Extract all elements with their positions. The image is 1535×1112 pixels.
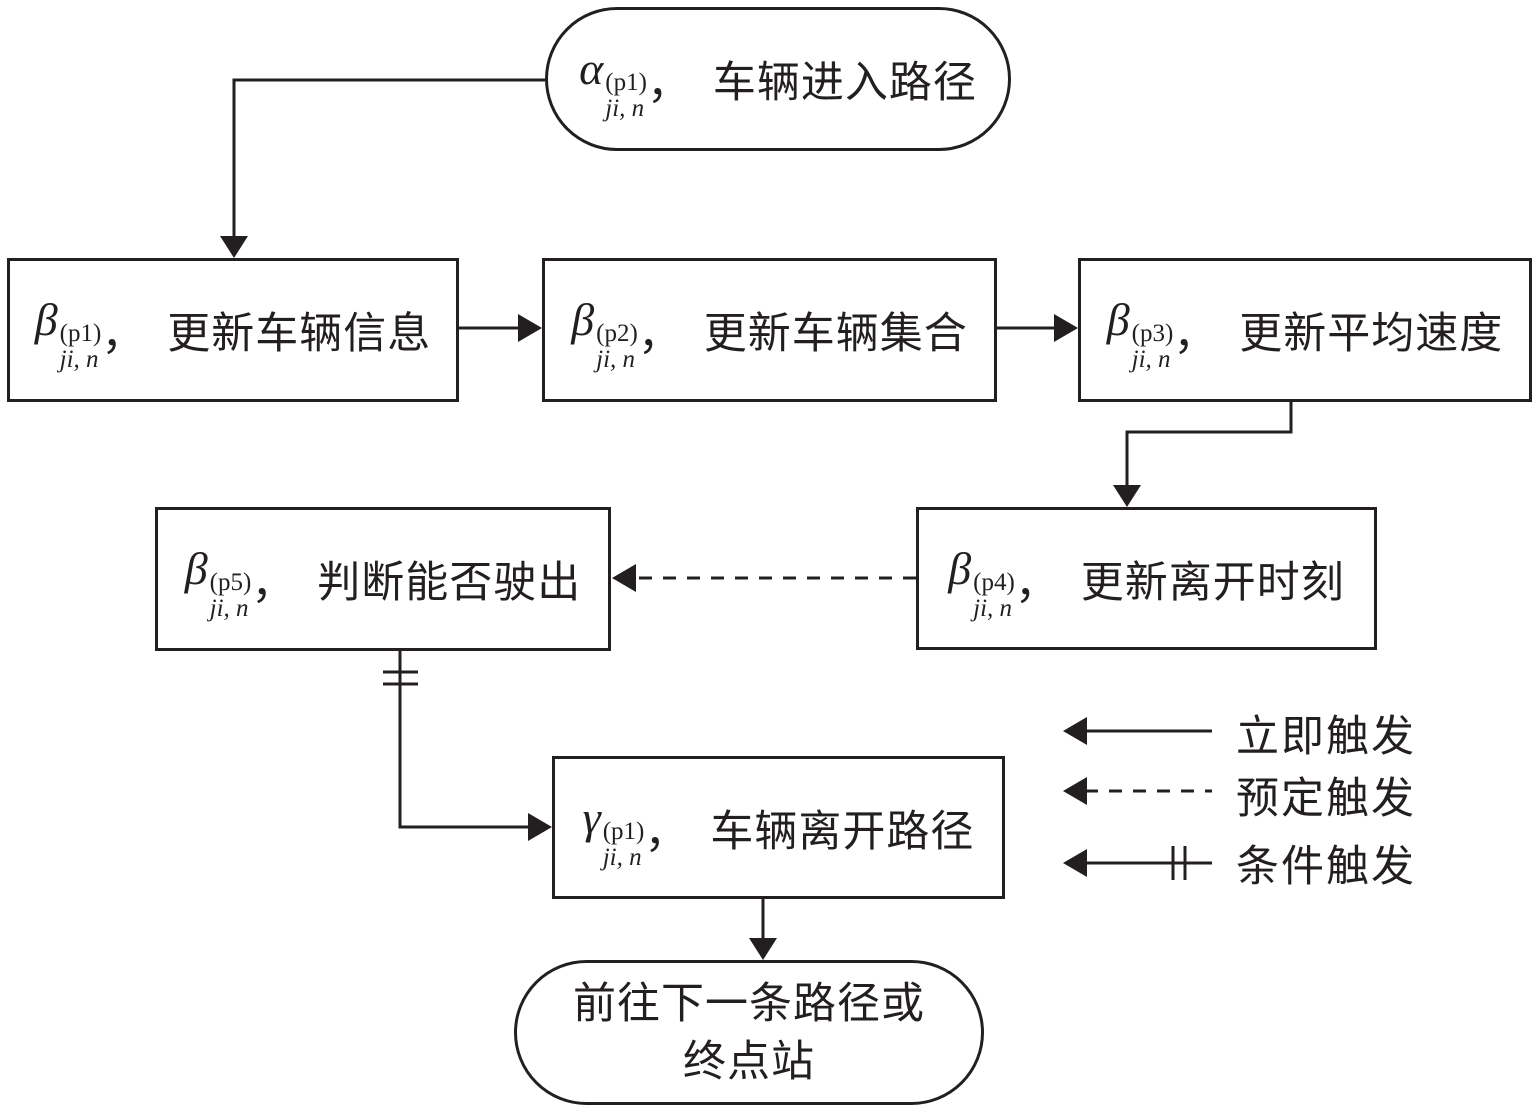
legend-conditional-arrowhead (1063, 849, 1087, 877)
node-label: 车辆进入路径 (712, 58, 977, 108)
arrowhead-end (749, 938, 777, 960)
legend-immediate-arrowhead (1063, 717, 1087, 745)
node-vehicle-enters-route: α (p1)ji, n ， 车辆进入路径 (545, 7, 1011, 151)
arrowhead-b1 (220, 236, 248, 258)
event-symbol: γ (p1)ji, n (582, 791, 645, 871)
node-label: 更新车辆信息 (167, 309, 432, 359)
arrowhead-b2 (518, 314, 542, 342)
legend-conditional-label: 条件触发 (1236, 842, 1416, 892)
event-symbol: β (p4)ji, n (948, 542, 1015, 622)
node-vehicle-leaves-route: γ (p1)ji, n ， 车辆离开路径 (552, 756, 1005, 899)
node-label: 判断能否驶出 (317, 558, 582, 608)
legend-scheduled-label: 预定触发 (1236, 774, 1416, 824)
node-update-vehicle-set: β (p2)ji, n ， 更新车辆集合 (542, 258, 997, 402)
event-symbol: β (p1)ji, n (34, 294, 102, 373)
node-label-line2: 终点站 (683, 1036, 815, 1087)
arrowhead-b4 (1113, 485, 1141, 507)
node-label: 更新平均速度 (1239, 309, 1504, 359)
event-symbol: β (p3)ji, n (1106, 294, 1174, 373)
event-symbol: β (p2)ji, n (571, 294, 638, 373)
node-update-departure-time: β (p4)ji, n ， 更新离开时刻 (916, 507, 1377, 650)
node-update-vehicle-info: β (p1)ji, n ， 更新车辆信息 (7, 258, 459, 402)
legend-immediate-label: 立即触发 (1236, 712, 1416, 762)
arrowhead-b5 (612, 564, 636, 592)
edge-b5-to-g1 (398, 650, 530, 829)
legend-scheduled-arrowhead (1063, 777, 1087, 805)
node-label: 车辆离开路径 (710, 806, 975, 857)
edge-start-to-b1 (232, 78, 545, 240)
node-next-route-or-terminal: 前往下一条路径或 终点站 (514, 960, 984, 1105)
node-check-can-exit: β (p5)ji, n ， 判断能否驶出 (155, 507, 611, 651)
node-label: 更新离开时刻 (1080, 557, 1345, 608)
arrowhead-b3 (1054, 314, 1078, 342)
node-label: 更新车辆集合 (703, 309, 968, 359)
node-update-average-speed: β (p3)ji, n ， 更新平均速度 (1078, 258, 1532, 402)
event-symbol: β (p5)ji, n (184, 543, 252, 622)
event-symbol: α (p1)ji, n (579, 43, 647, 122)
arrowhead-g1 (528, 813, 552, 841)
edge-b3-to-b4 (1125, 400, 1293, 487)
node-label-line1: 前往下一条路径或 (573, 978, 925, 1029)
